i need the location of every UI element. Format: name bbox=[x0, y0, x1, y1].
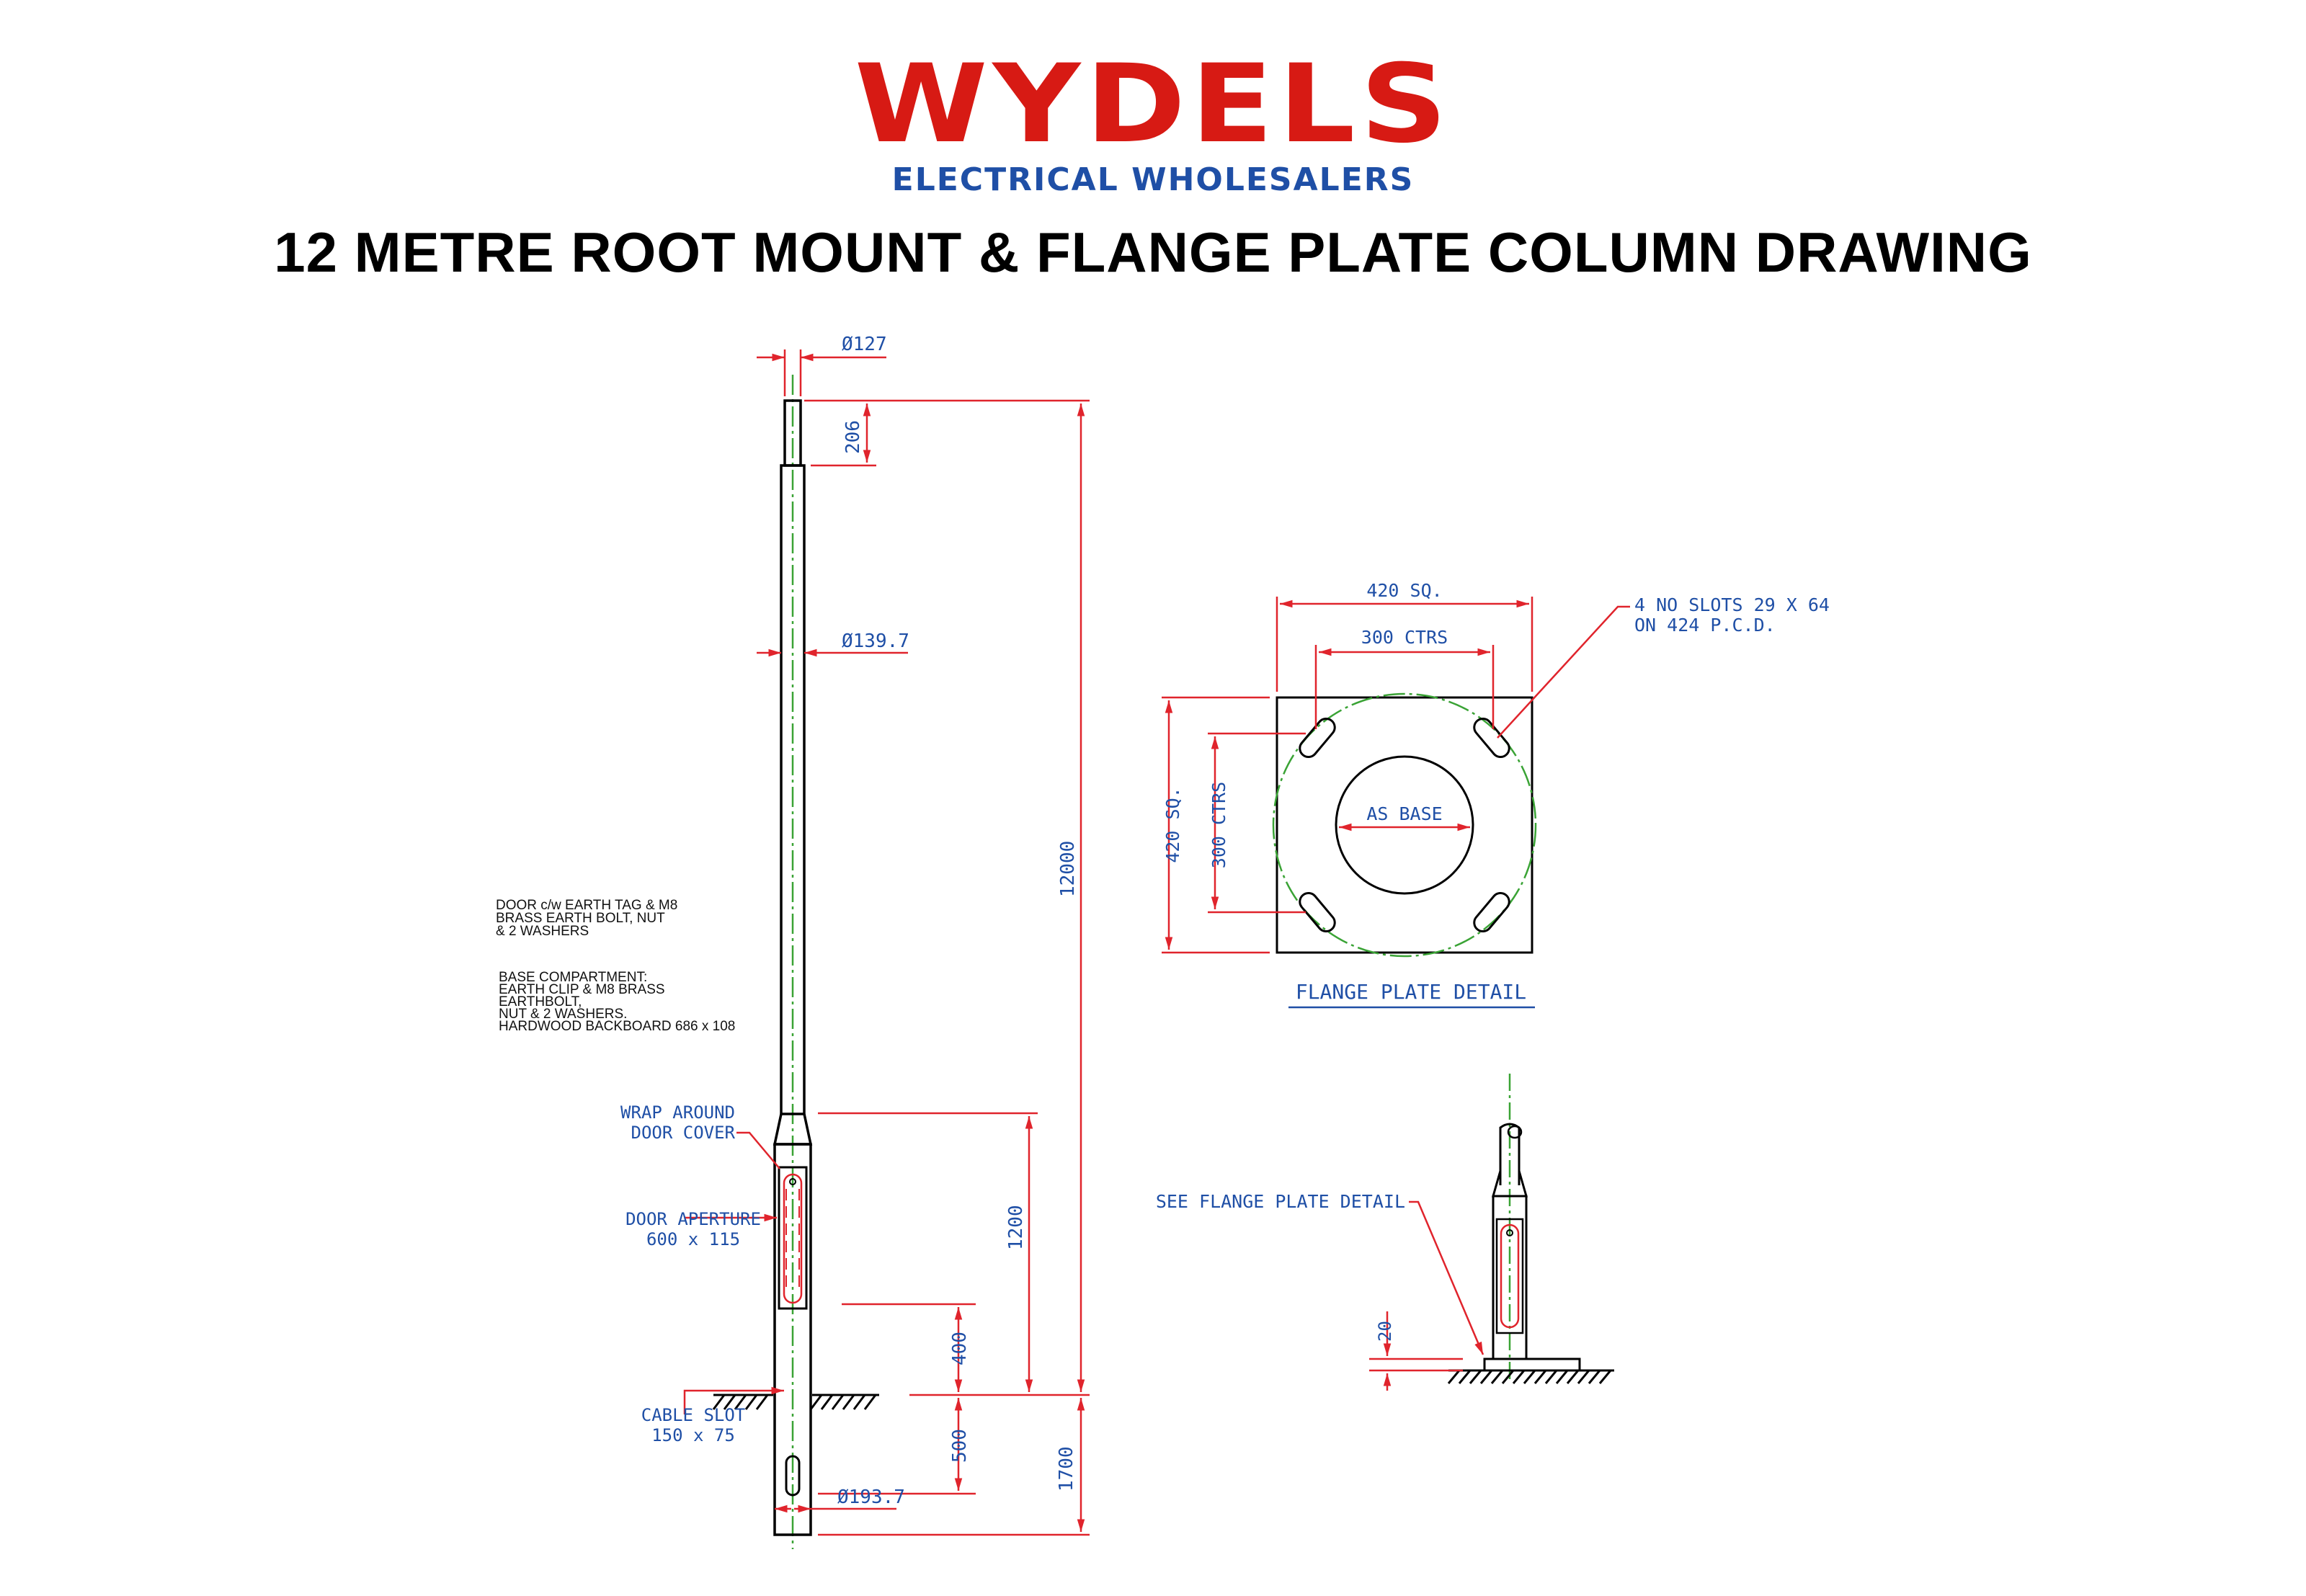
flange-detail-title: FLANGE PLATE DETAIL bbox=[1296, 980, 1526, 1004]
flange-plate-side bbox=[1483, 1358, 1581, 1372]
flange-width-label: 420 SQ. bbox=[1366, 580, 1442, 601]
flange-door-cover bbox=[1495, 1218, 1524, 1334]
door-note: DOOR c/w EARTH TAG & M8 BRASS EARTH BOLT… bbox=[496, 899, 677, 938]
label-door-aperture-1: DOOR APERTURE bbox=[626, 1209, 761, 1229]
label-see-flange-detail: SEE FLANGE PLATE DETAIL bbox=[1156, 1191, 1405, 1212]
column-elevation: Ø127 206 Ø139.7 12000 1200 400 500 1700 … bbox=[620, 334, 1090, 1549]
column-upper-shaft bbox=[780, 464, 806, 1115]
pcd-circle bbox=[1272, 692, 1537, 958]
flange-width-centers-label: 300 CTRS bbox=[1361, 627, 1448, 648]
door-note-line: & 2 WASHERS bbox=[496, 924, 589, 939]
dim-planting-depth: 1700 bbox=[1056, 1446, 1077, 1492]
brand-logo: WYDELS ELECTRICAL WHOLESALERS bbox=[0, 50, 2306, 199]
dim-door-above-ground: 400 bbox=[949, 1332, 971, 1365]
flange-height-label: 420 SQ. bbox=[1162, 787, 1183, 862]
column-dimensions bbox=[683, 349, 1090, 1536]
label-cable-slot-2: 150 x 75 bbox=[651, 1425, 735, 1445]
flange-slots-label-1: 4 NO SLOTS 29 X 64 bbox=[1634, 594, 1830, 615]
flange-mount-elevation: 20 SEE FLANGE PLATE DETAIL bbox=[1156, 1074, 1614, 1391]
dim-top-diameter: Ø127 bbox=[842, 334, 887, 355]
label-door-cover-1: WRAP AROUND bbox=[620, 1102, 735, 1123]
flange-plate-detail: 420 SQ. 300 CTRS 420 SQ. 300 CTRS AS BAS… bbox=[1162, 580, 1830, 1009]
cable-slot bbox=[785, 1455, 801, 1497]
flange-plate bbox=[1276, 696, 1533, 954]
dim-base-section-height: 1200 bbox=[1005, 1205, 1027, 1250]
door-aperture-outline bbox=[783, 1173, 803, 1304]
base-note-line: EARTH CLIP & M8 BRASS bbox=[499, 982, 665, 997]
flange-bore-label: AS BASE bbox=[1366, 803, 1442, 824]
door-cover bbox=[778, 1166, 808, 1310]
dim-spigot-length: 206 bbox=[842, 420, 864, 454]
base-note-line: BASE COMPARTMENT: bbox=[499, 970, 648, 985]
base-bore bbox=[1335, 755, 1474, 895]
brand-name: WYDELS bbox=[854, 42, 1452, 167]
column-base-shaft bbox=[773, 1143, 812, 1536]
door-note-line: BRASS EARTH BOLT, NUT bbox=[496, 911, 665, 926]
flange-dimensions bbox=[1162, 597, 1630, 954]
base-compartment-note: BASE COMPARTMENT: EARTH CLIP & M8 BRASS … bbox=[499, 971, 735, 1033]
brand-tagline: ELECTRICAL WHOLESALERS bbox=[891, 161, 1415, 198]
base-note-line: HARDWOOD BACKBOARD 686 x 108 bbox=[499, 1019, 736, 1034]
base-note-line: NUT & 2 WASHERS. bbox=[499, 1007, 628, 1022]
dim-shaft-diameter: Ø139.7 bbox=[842, 630, 909, 652]
label-cable-slot-1: CABLE SLOT bbox=[641, 1405, 746, 1425]
flange-height-centers-label: 300 CTRS bbox=[1208, 782, 1229, 868]
dim-base-diameter: Ø193.7 bbox=[837, 1486, 905, 1508]
flange-elevation-dimensions bbox=[1369, 1200, 1484, 1391]
label-door-cover-2: DOOR COVER bbox=[631, 1123, 736, 1143]
dim-overall-height: 12000 bbox=[1057, 841, 1079, 897]
label-door-aperture-2: 600 x 115 bbox=[646, 1229, 740, 1249]
slots bbox=[1299, 717, 1510, 933]
base-note-line: EARTHBOLT, bbox=[499, 994, 582, 1009]
dim-slot-below-ground: 500 bbox=[949, 1429, 971, 1463]
drawing-title: 12 METRE ROOT MOUNT & FLANGE PLATE COLUM… bbox=[274, 220, 2032, 284]
flange-slots-label-2: ON 424 P.C.D. bbox=[1634, 615, 1776, 636]
dim-plate-thickness: 20 bbox=[1375, 1321, 1395, 1342]
ground-hatch bbox=[712, 1394, 879, 1410]
door-note-line: DOOR c/w EARTH TAG & M8 bbox=[496, 898, 678, 913]
earth-bolt bbox=[789, 1178, 796, 1185]
